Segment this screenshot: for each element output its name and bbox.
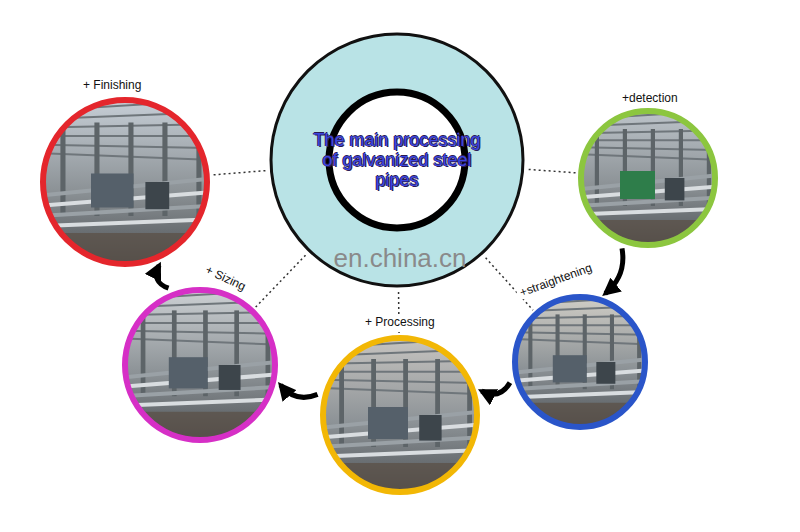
- pipe-line: [320, 450, 480, 456]
- factory-photo: [122, 287, 278, 443]
- process-circle: + Sizing: [122, 287, 278, 443]
- dotted-leader: [255, 255, 305, 307]
- flow-arrow: [281, 385, 318, 397]
- roof-beam: [512, 324, 648, 326]
- roof-beam: [512, 306, 648, 311]
- process-circle: +detection: [578, 108, 718, 248]
- photo-ground: [40, 97, 210, 267]
- photo-ground: [512, 294, 648, 430]
- machine: [368, 407, 408, 439]
- circle-border: [43, 100, 207, 264]
- machine: [620, 171, 655, 199]
- photo-circle: [512, 294, 648, 430]
- process-circle: + Processing: [320, 335, 480, 495]
- pipe-line: [122, 399, 278, 405]
- roof-beam: [122, 301, 278, 307]
- machine: [596, 362, 615, 384]
- photo-circle: [578, 108, 718, 248]
- machine: [169, 357, 208, 388]
- photo-ground: [122, 287, 278, 443]
- photo-ground: [578, 108, 718, 248]
- roof-beam: [40, 112, 210, 119]
- center-title: The main processing of galvanized steel …: [307, 130, 487, 190]
- factory-photo: [320, 335, 480, 495]
- dotted-leader: [529, 169, 577, 172]
- column: [467, 359, 472, 447]
- step-heading: + Processing: [362, 315, 438, 329]
- step-heading: +detection: [619, 91, 681, 105]
- machine: [219, 365, 241, 390]
- pipe-line: [578, 209, 718, 215]
- circle-border: [125, 290, 275, 440]
- watermark: en.china.cn: [334, 243, 467, 274]
- pipe-line: [512, 392, 648, 397]
- roof-beam: [578, 121, 718, 127]
- process-circle: +straightening: [512, 294, 648, 430]
- photo-ground: [320, 335, 480, 495]
- outer-ring: [271, 34, 523, 286]
- flow-arrow: [605, 248, 623, 293]
- flow-arrow: [482, 383, 510, 395]
- photo-circle: [40, 97, 210, 267]
- dotted-leader: [212, 171, 266, 175]
- machine: [553, 355, 587, 382]
- photo-circle: [122, 287, 278, 443]
- roof-beam: [512, 332, 648, 335]
- roof-beam: [512, 339, 648, 344]
- machine: [91, 174, 134, 208]
- flow-arrow: [156, 265, 168, 288]
- roof-beam: [320, 349, 480, 355]
- process-circle: + Finishing: [40, 97, 210, 267]
- factory-photo: [40, 97, 210, 267]
- step-heading: + Finishing: [80, 78, 144, 92]
- circle-border: [323, 338, 477, 492]
- photo-circle: [320, 335, 480, 495]
- machine: [665, 178, 685, 200]
- factory-photo: [578, 108, 718, 248]
- circle-border: [515, 297, 645, 427]
- machine: [419, 415, 441, 441]
- circle-border: [581, 111, 715, 245]
- column: [196, 123, 201, 217]
- factory-photo: [512, 294, 648, 430]
- pipe-line: [40, 219, 210, 226]
- machine: [145, 182, 169, 209]
- column: [266, 310, 271, 396]
